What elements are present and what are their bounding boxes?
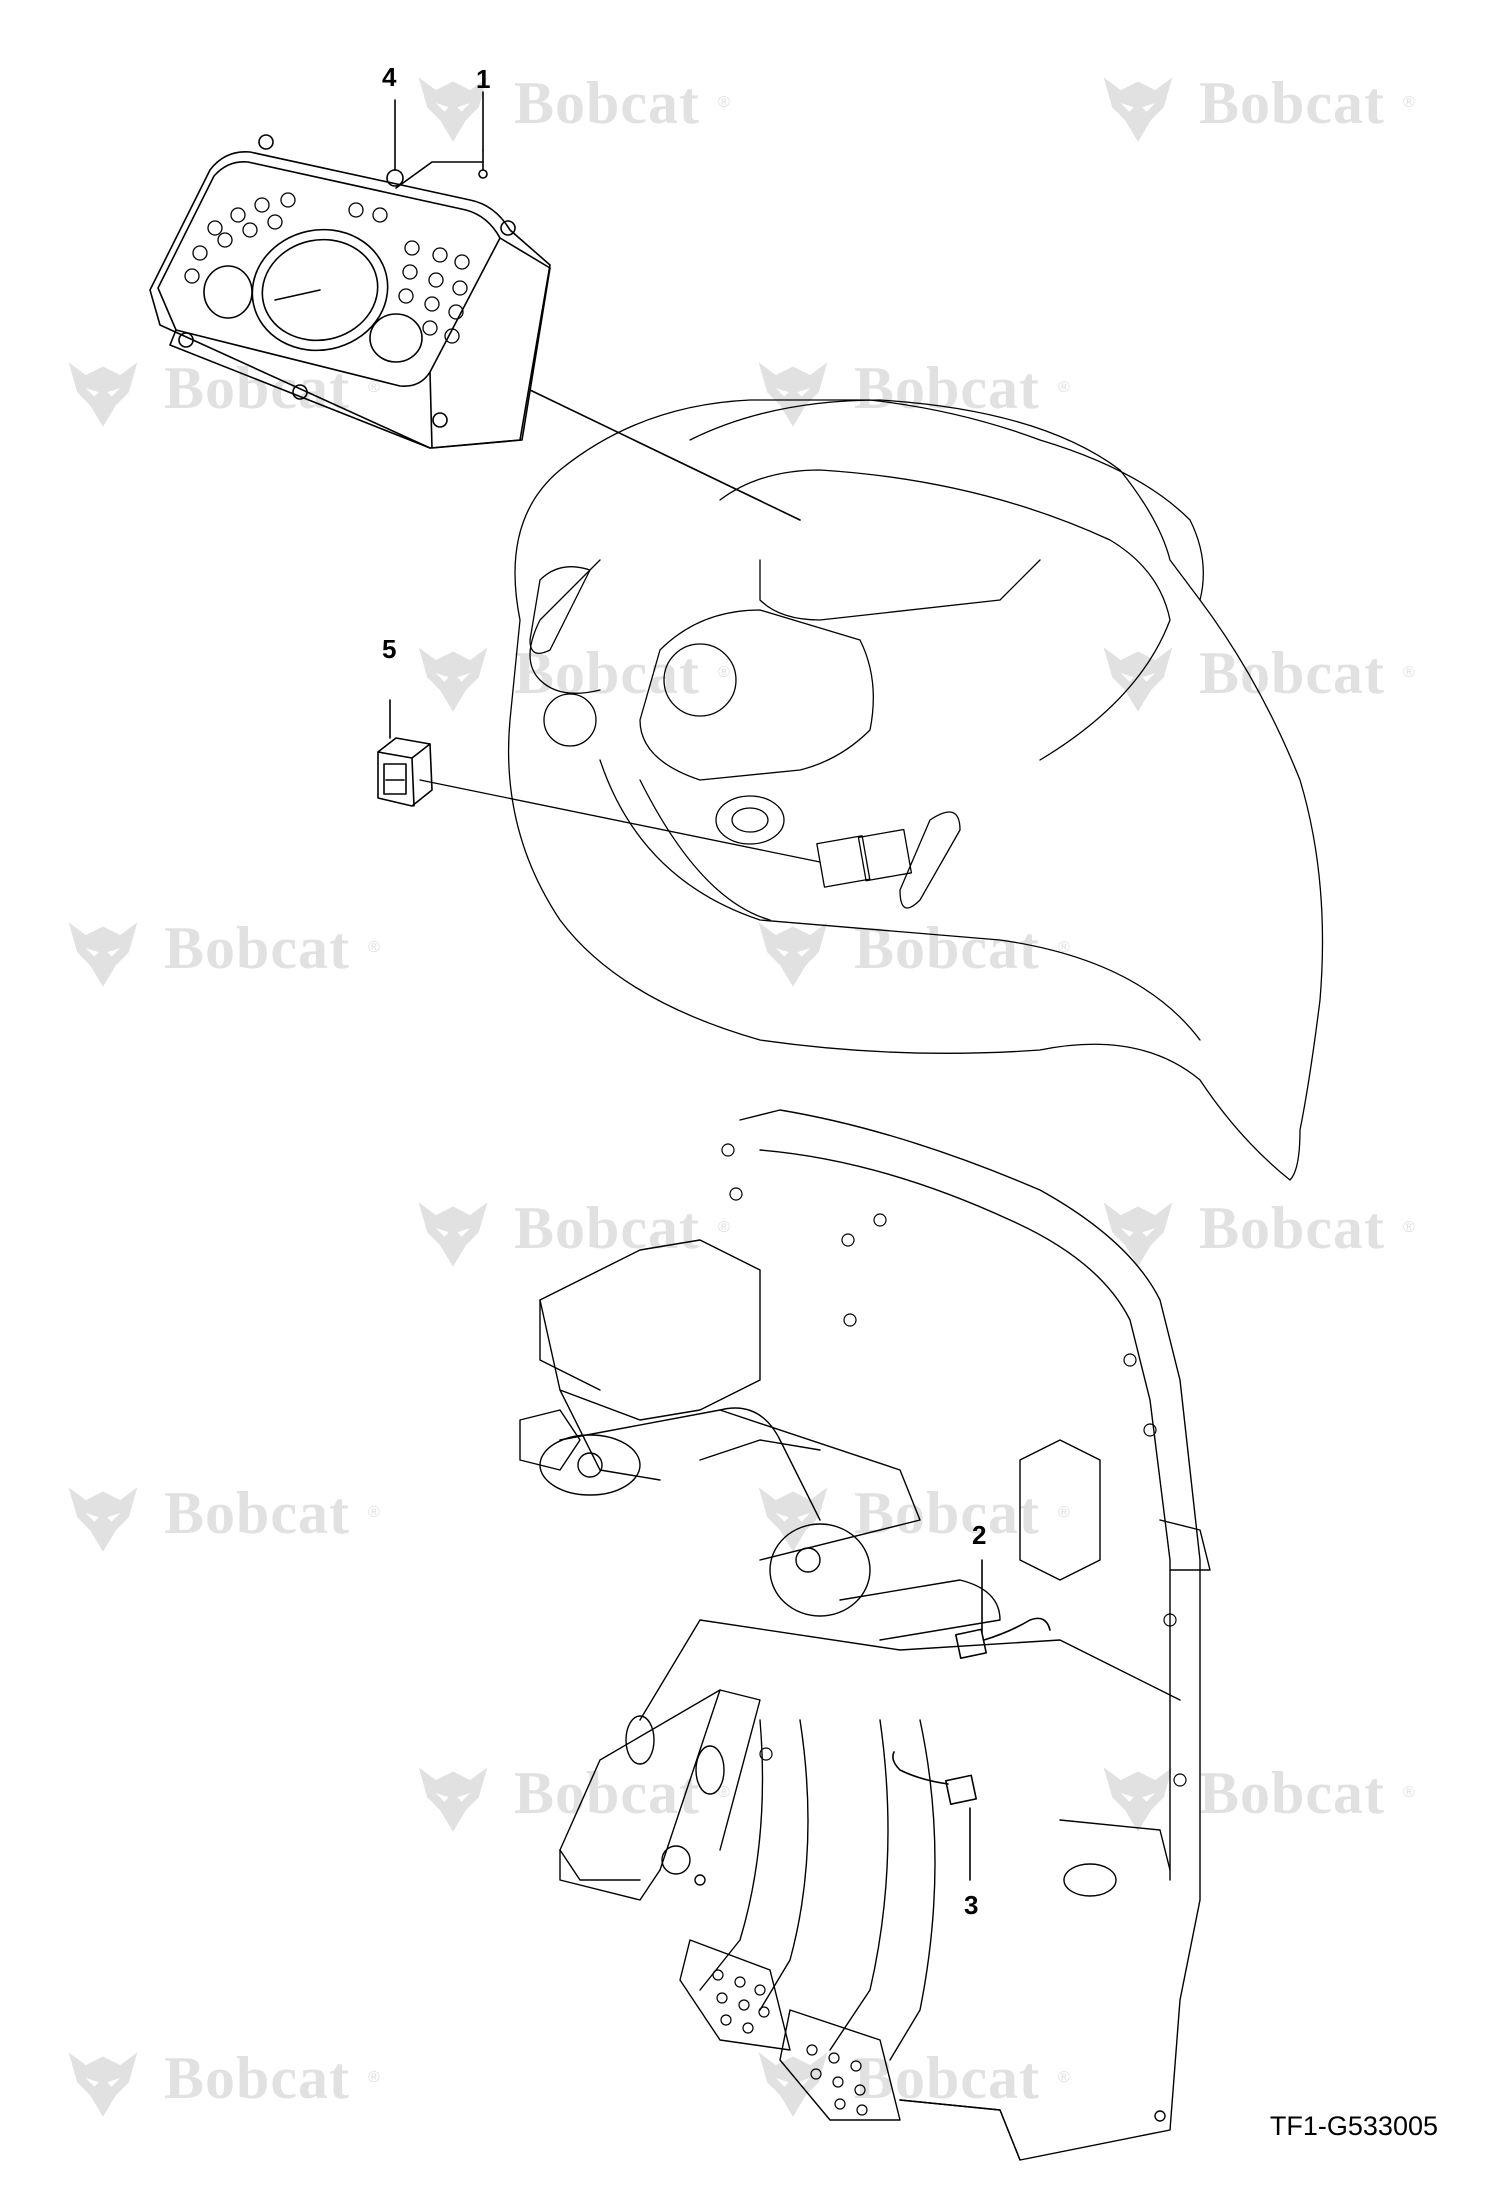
watermark-registered-mark: ®	[718, 1784, 730, 1801]
watermark-word: Bobcat	[1199, 69, 1385, 136]
bobcat-cat-logo-icon	[68, 2052, 138, 2117]
callout-number-3: 3	[964, 1890, 979, 1920]
watermark-word: Bobcat	[164, 2044, 350, 2111]
watermark-registered-mark: ®	[1403, 1219, 1415, 1236]
bobcat-cat-logo-icon	[418, 77, 488, 142]
watermark-registered-mark: ®	[1058, 379, 1070, 396]
callout-number-4: 4	[382, 62, 397, 92]
switch-drawing	[377, 699, 433, 807]
bobcat-watermark: Bobcat ®	[750, 345, 1070, 431]
watermark-registered-mark: ®	[368, 379, 380, 396]
bobcat-cat-logo-icon	[418, 1202, 488, 1267]
watermark-word: Bobcat	[514, 1194, 700, 1261]
bobcat-watermark: Bobcat ®	[1095, 1185, 1415, 1271]
bobcat-cat-logo-icon	[1103, 77, 1173, 142]
bobcat-watermark: Bobcat ®	[410, 1185, 730, 1271]
bobcat-watermark: Bobcat ®	[750, 1470, 1070, 1556]
watermark-registered-mark: ®	[368, 1504, 380, 1521]
watermark-word: Bobcat	[514, 69, 700, 136]
bobcat-watermark: Bobcat ®	[750, 2035, 1070, 2121]
watermark-registered-mark: ®	[1058, 1504, 1070, 1521]
bobcat-cat-logo-icon	[68, 362, 138, 427]
bobcat-cat-logo-icon	[418, 1767, 488, 1832]
bobcat-cat-logo-icon	[1103, 647, 1173, 712]
watermark-word: Bobcat	[854, 914, 1040, 981]
watermark-registered-mark: ®	[1403, 1784, 1415, 1801]
sensor-drawing	[892, 1559, 1051, 1881]
drawing-code: TF1-G533005	[1269, 2111, 1438, 2141]
watermark-word: Bobcat	[854, 1479, 1040, 1546]
bobcat-cat-logo-icon	[68, 1487, 138, 1552]
watermark-word: Bobcat	[1199, 1194, 1385, 1261]
callout-number-1: 1	[476, 64, 491, 94]
bobcat-watermark: Bobcat ®	[60, 2035, 380, 2121]
watermark-word: Bobcat	[854, 354, 1040, 421]
bobcat-watermark: Bobcat ®	[1095, 630, 1415, 716]
watermark-registered-mark: ®	[1403, 664, 1415, 681]
callout-number-5: 5	[382, 634, 397, 664]
callout-number-2: 2	[972, 1520, 987, 1550]
watermark-registered-mark: ®	[718, 94, 730, 111]
bobcat-watermark: Bobcat ®	[750, 905, 1070, 991]
watermark-registered-mark: ®	[1058, 939, 1070, 956]
watermark-word: Bobcat	[1199, 1759, 1385, 1826]
watermark-registered-mark: ®	[718, 1219, 730, 1236]
bobcat-cat-logo-icon	[758, 1487, 828, 1552]
watermark-word: Bobcat	[854, 2044, 1040, 2111]
bobcat-watermark: Bobcat ®	[60, 1470, 380, 1556]
pedal-frame-drawing	[519, 1109, 1211, 2161]
bobcat-watermark: Bobcat ®	[410, 60, 730, 146]
watermark-registered-mark: ®	[368, 939, 380, 956]
watermark-registered-mark: ®	[718, 664, 730, 681]
watermark-word: Bobcat	[514, 1759, 700, 1826]
watermark-word: Bobcat	[164, 914, 350, 981]
bobcat-watermark: Bobcat ®	[1095, 60, 1415, 146]
instrument-cluster-drawing	[149, 91, 801, 521]
bobcat-cat-logo-icon	[758, 922, 828, 987]
bobcat-watermark: Bobcat ®	[410, 1750, 730, 1836]
bobcat-cat-logo-icon	[1103, 1202, 1173, 1267]
watermark-word: Bobcat	[514, 639, 700, 706]
watermark-word: Bobcat	[1199, 639, 1385, 706]
watermark-registered-mark: ®	[1403, 94, 1415, 111]
console-shroud-drawing	[419, 399, 1324, 1181]
watermark-registered-mark: ®	[368, 2069, 380, 2086]
bobcat-cat-logo-icon	[758, 2052, 828, 2117]
watermark-word: Bobcat	[164, 1479, 350, 1546]
bobcat-cat-logo-icon	[1103, 1767, 1173, 1832]
bobcat-cat-logo-icon	[758, 362, 828, 427]
watermark-registered-mark: ®	[1058, 2069, 1070, 2086]
bobcat-watermark: Bobcat ®	[410, 630, 730, 716]
bobcat-cat-logo-icon	[68, 922, 138, 987]
bobcat-watermark: Bobcat ®	[60, 905, 380, 991]
bobcat-cat-logo-icon	[418, 647, 488, 712]
bobcat-watermark: Bobcat ®	[1095, 1750, 1415, 1836]
